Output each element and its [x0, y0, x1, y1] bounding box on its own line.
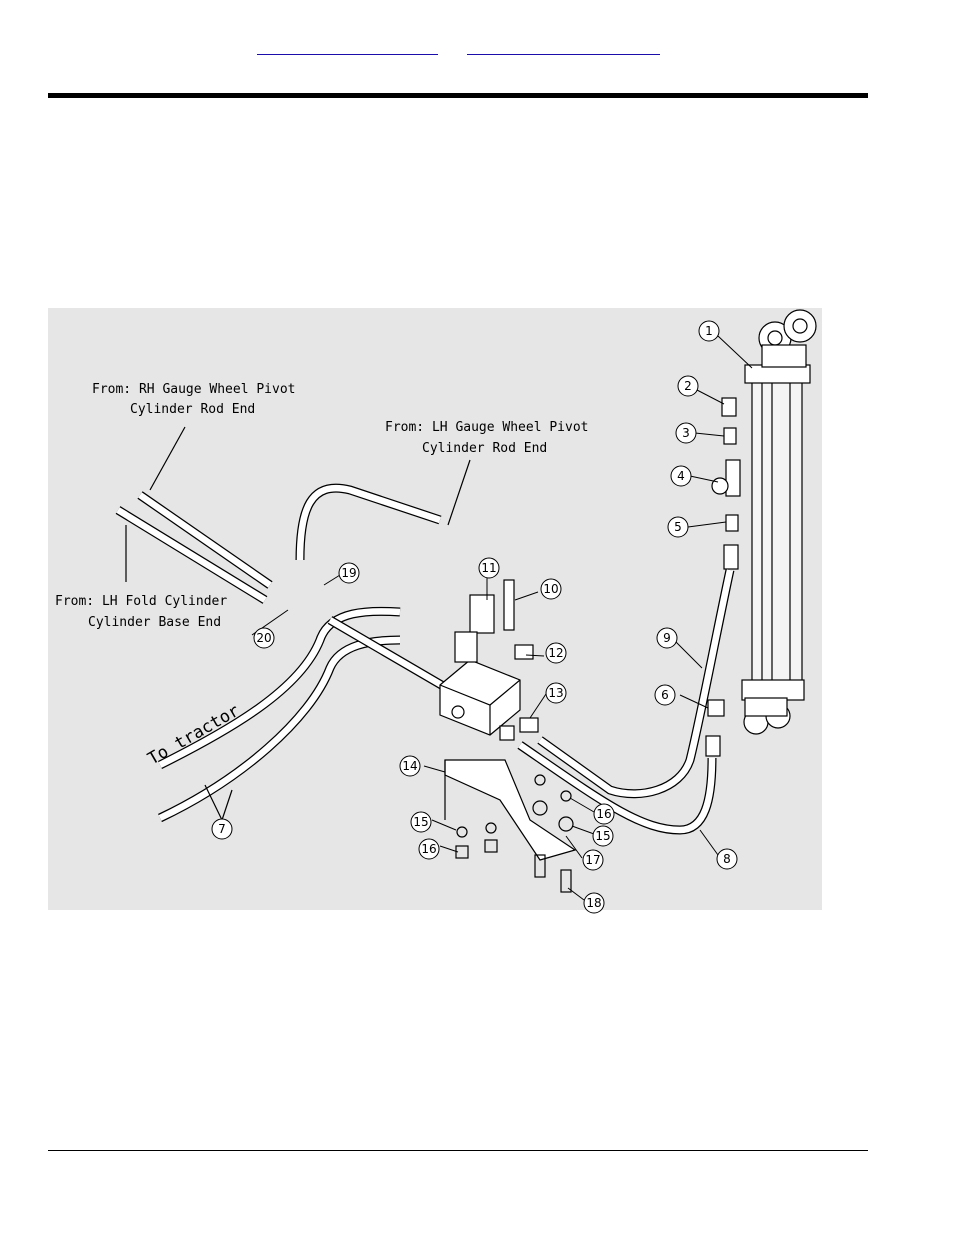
callout-rh-gauge-2: Cylinder Rod End	[130, 402, 255, 417]
part-number-3: 3	[682, 426, 690, 440]
part-number-16b: 16	[596, 807, 611, 821]
callout-lh-gauge-1: From: LH Gauge Wheel Pivot	[385, 420, 589, 435]
callout-to-tractor: To tractor	[145, 701, 244, 770]
part-number-17: 17	[585, 853, 600, 867]
part-number-12: 12	[548, 646, 563, 660]
mounting-bracket	[445, 760, 575, 892]
part-number-7: 7	[218, 822, 226, 836]
callout-lh-gauge-2: Cylinder Rod End	[422, 441, 547, 456]
part-number-10: 10	[543, 582, 558, 596]
callout-lh-fold-2: Cylinder Base End	[88, 615, 221, 630]
part-number-18: 18	[586, 896, 601, 910]
part-number-5: 5	[674, 520, 682, 534]
part-number-13: 13	[548, 686, 563, 700]
part-number-19: 19	[341, 566, 356, 580]
part-number-8: 8	[723, 852, 731, 866]
part-number-15b: 15	[595, 829, 610, 843]
callout-rh-gauge-1: From: RH Gauge Wheel Pivot	[92, 382, 296, 397]
part-number-2: 2	[684, 379, 692, 393]
part-number-6: 6	[661, 688, 669, 702]
hoses	[118, 488, 730, 830]
part-number-16: 16	[421, 842, 436, 856]
part-number-4: 4	[677, 469, 685, 483]
fittings-column	[706, 398, 740, 756]
manifold-block	[440, 580, 538, 740]
part-number-14: 14	[402, 759, 417, 773]
part-number-9: 9	[663, 631, 671, 645]
part-number-20: 20	[256, 631, 271, 645]
hydraulic-cylinder	[742, 310, 816, 734]
part-number-11: 11	[481, 561, 496, 575]
callout-lh-fold-1: From: LH Fold Cylinder	[55, 594, 227, 609]
part-number-1: 1	[705, 324, 713, 338]
part-number-15: 15	[413, 815, 428, 829]
